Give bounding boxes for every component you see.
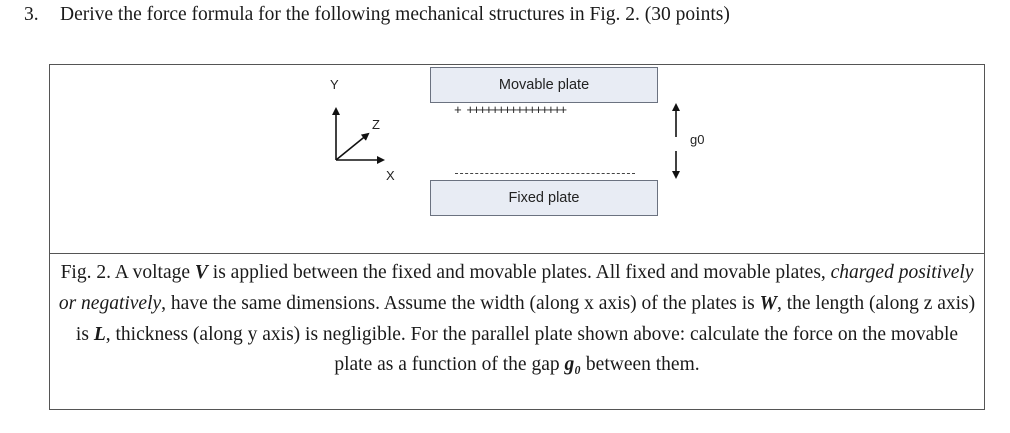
caption-var-g: g₀: [564, 354, 582, 376]
caption-var-v: V: [194, 262, 208, 283]
caption-part-1: Fig. 2. A voltage: [60, 262, 195, 283]
figure-caption: Fig. 2. A voltage V is applied between t…: [56, 258, 978, 381]
movable-plate: Movable plate: [430, 67, 658, 103]
figure-divider: [50, 253, 984, 254]
caption-var-l: L: [93, 323, 106, 345]
caption-part-2: is applied between the fixed and movable…: [207, 262, 831, 283]
question-heading: 3. Derive the force formula for the follo…: [24, 4, 730, 26]
caption-part-4: , the length (along z axis) is: [75, 292, 976, 345]
z-axis-arrow: [335, 132, 370, 161]
movable-plate-label: Movable plate: [498, 77, 590, 93]
fixed-plate: Fixed plate: [430, 180, 658, 216]
caption-part-6: between them.: [581, 354, 700, 376]
question-number: 3.: [24, 4, 39, 25]
caption-var-w: W: [759, 292, 777, 314]
x-axis-label: X: [386, 168, 395, 183]
gap-label: g0: [690, 132, 705, 147]
figure-drawing: [332, 103, 680, 179]
y-axis-label: Y: [330, 77, 339, 92]
negative-charges: [455, 173, 635, 174]
fixed-plate-label: Fixed plate: [508, 190, 580, 206]
caption-part-5: , thickness (along y axis) is negligible…: [105, 323, 959, 376]
z-axis-label: Z: [372, 117, 380, 132]
positive-charges: + ++++++++++++++++: [454, 103, 567, 118]
figure-frame: Y Z X Movable plate + ++++++++++++++++ F…: [49, 64, 985, 410]
question-text: Derive the force formula for the followi…: [60, 4, 730, 25]
caption-italic-phrase: charged positively or negatively: [58, 262, 974, 314]
caption-part-3: , have the same dimensions. Assume the w…: [161, 292, 760, 314]
